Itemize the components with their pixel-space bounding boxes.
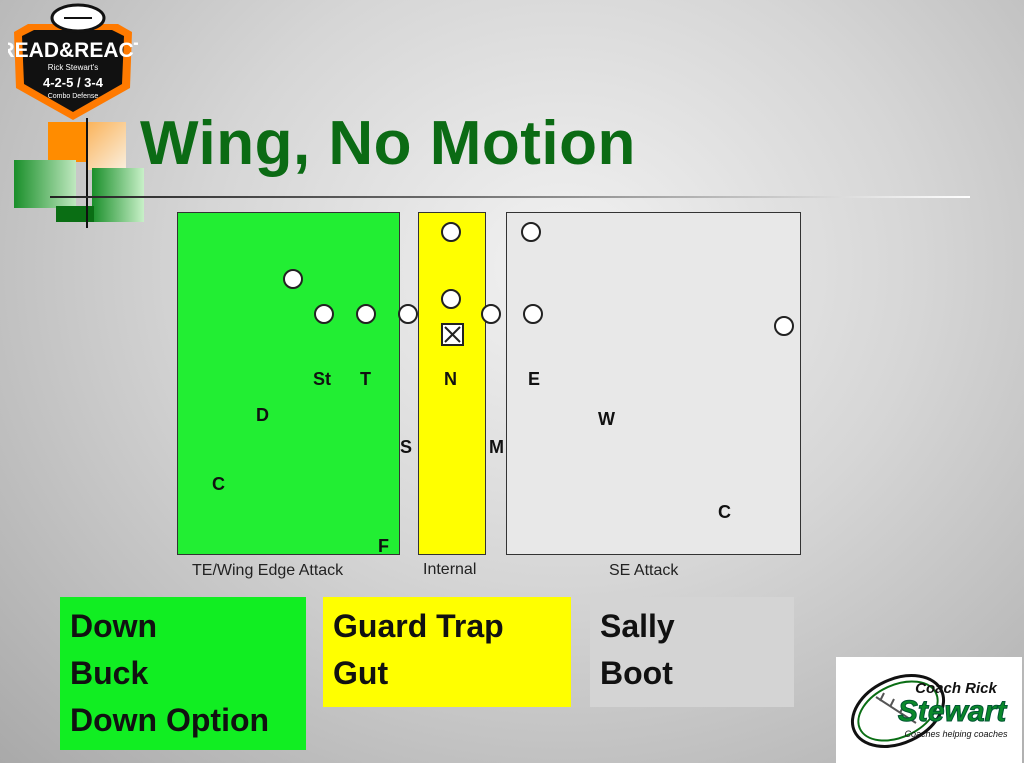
- deco-square-light-orange: [86, 122, 126, 170]
- zone-label-internal: Internal: [423, 561, 477, 578]
- play-item: Buck: [70, 655, 149, 691]
- defender-st: St: [313, 369, 331, 389]
- offense-player: [314, 304, 334, 324]
- offense-player: [356, 304, 376, 324]
- play-item: Boot: [600, 655, 673, 691]
- zone-internal: [418, 212, 486, 555]
- title-underline: [50, 196, 970, 198]
- play-item: Sally: [600, 608, 675, 644]
- logo-byline: Rick Stewart's: [48, 63, 98, 72]
- defender-e: E: [528, 369, 541, 389]
- offense-player: [283, 269, 303, 289]
- offense-player: [441, 222, 461, 242]
- logo-name-main: Stewart: [898, 695, 1008, 728]
- deco-square-green-2: [92, 168, 144, 222]
- play-item: Gut: [333, 655, 389, 691]
- deco-vertical-line: [86, 118, 88, 228]
- defender-c-right: C: [718, 502, 731, 522]
- offense-player: [481, 304, 501, 324]
- logo-scheme: 4-2-5 / 3-4: [43, 75, 104, 90]
- coach-stewart-logo: Coach Rick Stewart Coaches helping coach…: [836, 657, 1022, 763]
- play-item: Down Option: [70, 702, 270, 738]
- defender-w: W: [598, 409, 615, 429]
- logo-name-top: Coach Rick: [915, 680, 997, 697]
- offense-player: [441, 289, 461, 309]
- zone-se-attack: [506, 212, 801, 555]
- play-item: Guard Trap: [333, 608, 504, 644]
- defender-m: M: [489, 437, 504, 457]
- deco-square-green-1: [14, 160, 76, 208]
- offense-player: [774, 316, 794, 336]
- defender-n: N: [444, 369, 457, 389]
- deco-square-orange: [48, 122, 86, 162]
- deco-square-dark-green: [56, 206, 94, 222]
- plays-edge-box: Down Buck Down Option: [60, 597, 306, 750]
- plays-se-box: Sally Boot: [590, 597, 794, 707]
- zone-label-se: SE Attack: [609, 562, 679, 579]
- center-ball-icon: [441, 323, 464, 346]
- defender-t: T: [360, 369, 371, 389]
- defender-f: F: [378, 536, 389, 556]
- offense-player: [523, 304, 543, 324]
- logo-sub: Combo Defense: [48, 93, 99, 100]
- play-item: Down: [70, 608, 158, 644]
- plays-internal-box: Guard Trap Gut: [323, 597, 571, 707]
- read-react-logo: READ&REACT Rick Stewart's 4-2-5 / 3-4 Co…: [8, 3, 138, 120]
- slide-title: Wing, No Motion: [140, 109, 636, 178]
- logo-title: READ&REACT: [8, 39, 138, 62]
- defender-s: S: [400, 437, 413, 457]
- zone-label-edge: TE/Wing Edge Attack: [192, 562, 344, 579]
- defender-c-left: C: [212, 474, 225, 494]
- defender-d: D: [256, 405, 269, 425]
- offense-player: [398, 304, 418, 324]
- offense-player: [521, 222, 541, 242]
- logo-tagline: Coaches helping coaches: [904, 729, 1008, 739]
